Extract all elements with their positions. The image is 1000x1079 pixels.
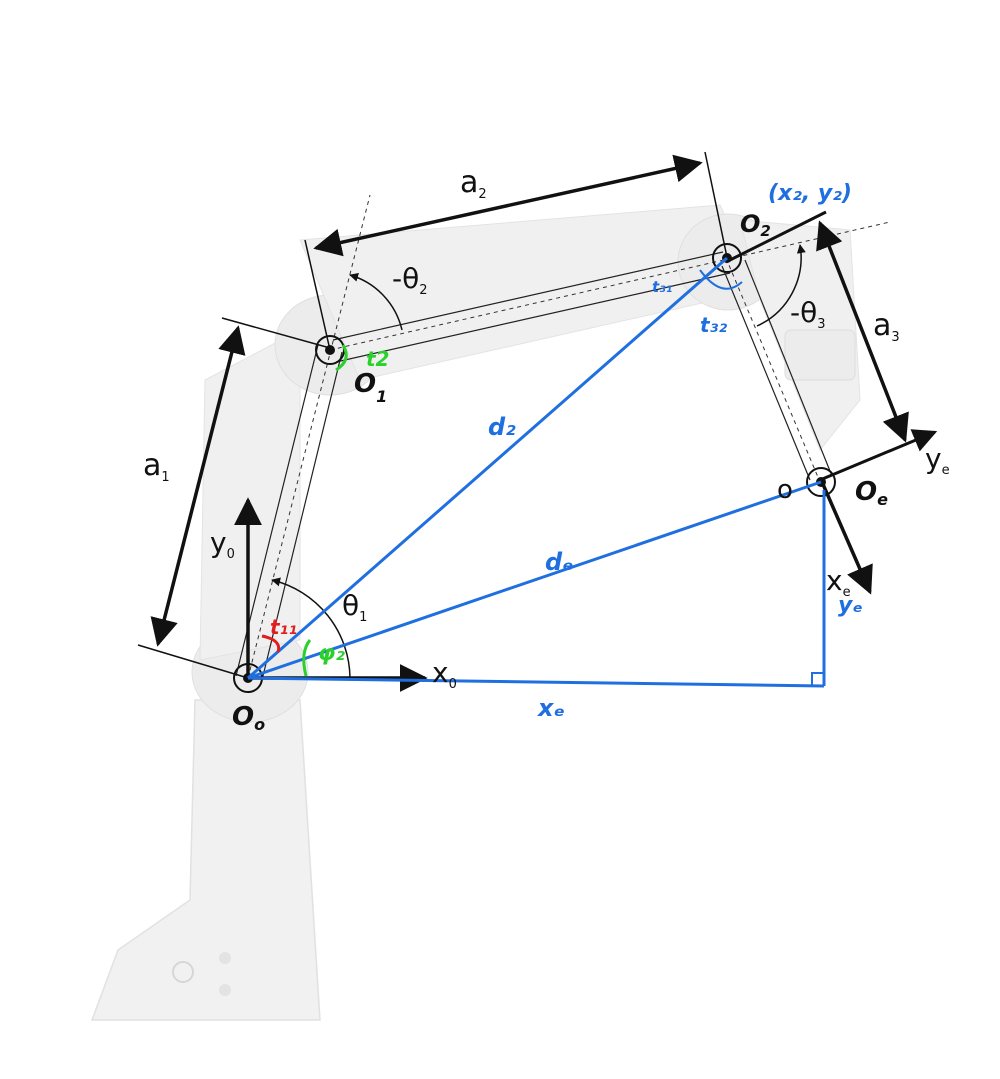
base-bolt-3	[219, 984, 231, 996]
de-line	[247, 480, 822, 680]
y0-label: y0	[210, 526, 235, 562]
dashed-link3-axis	[725, 257, 821, 483]
de-annotation: dₑ	[545, 548, 574, 576]
Oe-annotation: Oe	[855, 477, 888, 509]
a3-label: a3	[873, 308, 900, 345]
handwritten-annotations: Oo O1 O2 Oe (x₂, y₂) d₂ dₑ xₑ yₑ t₃₁ t₃₂…	[232, 181, 888, 734]
theta1-label: θ1	[342, 589, 367, 625]
t2-annotation: t2	[366, 347, 389, 371]
x0-label: x0	[432, 656, 457, 692]
xe-axis	[820, 481, 873, 595]
xe-length-annotation: xₑ	[537, 694, 565, 722]
theta2-arc	[349, 272, 403, 331]
theta3-arc	[756, 244, 806, 327]
xe-length-line	[247, 676, 825, 688]
a3-extension-bottom	[819, 429, 938, 482]
a3-extension-top	[725, 210, 827, 264]
t11-arc	[261, 634, 281, 653]
a1-extension-bottom	[137, 644, 249, 679]
t31-annotation: t₃₁	[652, 278, 672, 296]
base-bolt-1	[172, 961, 194, 983]
theta2-label: -θ2	[392, 262, 428, 298]
robot-link-1	[199, 329, 301, 661]
O0-annotation: Oo	[232, 702, 265, 734]
dashed-link1-axis	[247, 194, 371, 679]
d2-line	[247, 256, 728, 680]
xe-label: xe	[826, 564, 851, 600]
t31-t32-arc	[699, 269, 743, 290]
t11-annotation: t₁₁	[270, 615, 297, 639]
a1-extension-top	[221, 317, 331, 349]
dimension-lines	[137, 151, 938, 679]
theta3-label: -θ3	[790, 296, 826, 332]
link-outlines	[235, 251, 833, 681]
blue-construction	[247, 256, 826, 688]
a1-dimension-arrow	[150, 325, 246, 647]
O1-annotation: O1	[354, 369, 387, 406]
d2-annotation: d₂	[488, 413, 516, 441]
robot-silhouette	[90, 204, 861, 1021]
angle-arcs	[271, 244, 806, 679]
theta1-arc	[271, 577, 351, 679]
a3-dimension-arrow	[816, 220, 909, 443]
robot-base	[90, 699, 321, 1021]
O2-annotation: O2	[740, 210, 771, 240]
ye-label: ye	[925, 442, 950, 478]
a2-label: a2	[460, 165, 487, 202]
right-angle-marker	[811, 672, 824, 686]
coord-O2-annotation: (x₂, y₂)	[768, 181, 852, 206]
phi2-arc	[302, 639, 312, 677]
a2-dimension-arrow	[313, 154, 703, 257]
t2-arc	[335, 344, 348, 372]
robot-gripper	[784, 329, 856, 381]
t32-annotation: t₃₂	[700, 313, 727, 337]
base-bolt-2	[219, 952, 231, 964]
a2-extension-left	[304, 239, 331, 351]
end-effector-frame	[820, 481, 873, 595]
link-2-outline	[332, 251, 731, 363]
dashed-extensions	[247, 194, 891, 679]
a1-label: a1	[143, 448, 170, 485]
o-end-label: o	[777, 475, 793, 505]
printed-labels: a1 a2 a3 θ1 -θ2 -θ3 y0 x0 ye xe o	[143, 165, 950, 692]
phi2-annotation: φ₂	[318, 641, 345, 666]
ye-length-annotation: yₑ	[838, 593, 863, 618]
